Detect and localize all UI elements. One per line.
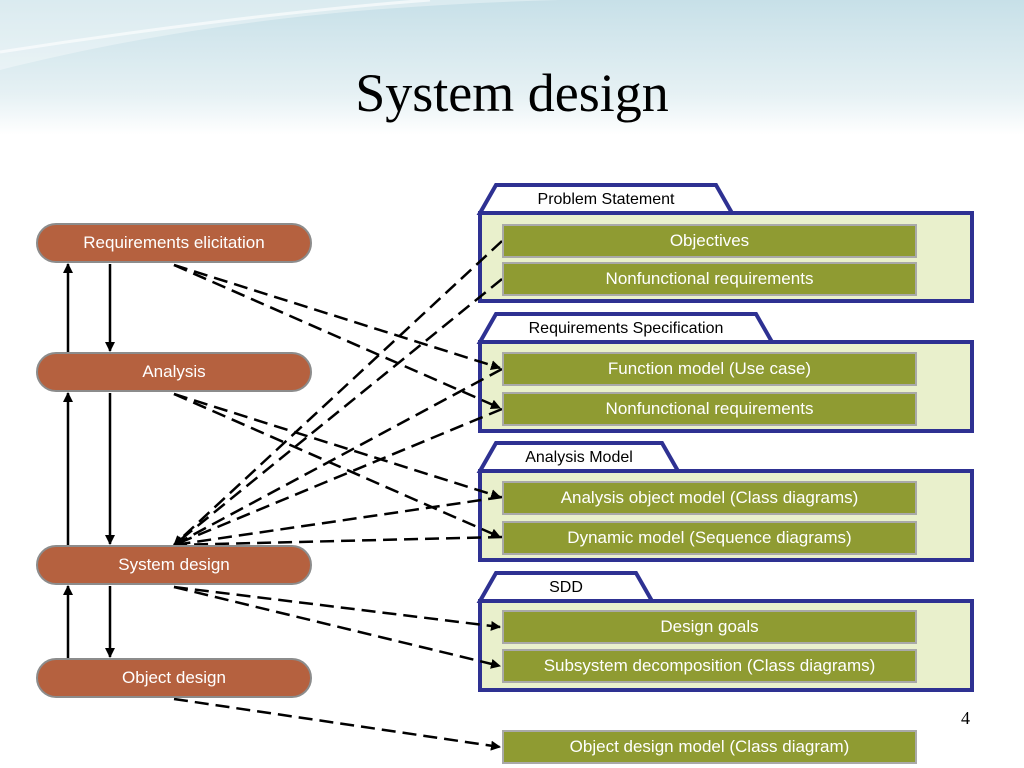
dashed-arrow [173, 263, 501, 371]
dashed-arrow [173, 495, 503, 549]
dashed-arrow [173, 585, 501, 631]
dashed-arrow [173, 240, 503, 546]
tab-requirements-specification: Requirements Specification [528, 320, 724, 337]
tab-sdd: SDD [549, 579, 583, 596]
dashed-arrow [173, 367, 503, 547]
dashed-arrow [173, 585, 501, 669]
item-dynamic-model: Dynamic model (Sequence diagrams) [502, 521, 917, 555]
dashed-arrow [173, 535, 503, 550]
item-nonfunctional-requirements: Nonfunctional requirements [502, 262, 917, 296]
item-function-model: Function model (Use case) [502, 352, 917, 386]
stage-object-design: Object design [36, 658, 312, 698]
item-objectives: Objectives [502, 224, 917, 258]
dashed-arrow [173, 392, 501, 500]
dashed-arrow [173, 263, 501, 410]
slide-title: System design [355, 63, 669, 123]
dashed-arrow [173, 392, 501, 539]
tab-analysis-model: Analysis Model [525, 449, 633, 466]
item-subsystem-decomposition: Subsystem decomposition (Class diagrams) [502, 649, 917, 683]
item-object-design-model: Object design model (Class diagram) [502, 730, 917, 764]
header-background [0, 0, 1024, 135]
tab-problem-statement: Problem Statement [537, 191, 675, 208]
dashed-arrow [173, 407, 503, 547]
dashed-arrow [173, 697, 501, 751]
item-nonfunctional-requirements: Nonfunctional requirements [502, 392, 917, 426]
item-analysis-object-model: Analysis object model (Class diagrams) [502, 481, 917, 515]
dashed-arrow [173, 278, 503, 546]
stage-analysis: Analysis [36, 352, 312, 392]
stage-requirements-elicitation: Requirements elicitation [36, 223, 312, 263]
item-design-goals: Design goals [502, 610, 917, 644]
page-number: 4 [961, 708, 970, 728]
stage-system-design: System design [36, 545, 312, 585]
